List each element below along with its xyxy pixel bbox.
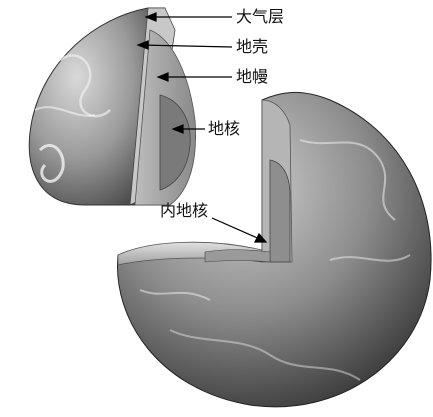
core-label: 地核 bbox=[208, 121, 240, 137]
small-globe bbox=[29, 8, 195, 205]
atmosphere-label: 大气层 bbox=[236, 9, 284, 25]
mantle-label: 地幔 bbox=[236, 69, 268, 85]
crust-label: 地壳 bbox=[236, 39, 268, 55]
inner-core-leader bbox=[212, 218, 262, 240]
inner-core-label: 内地核 bbox=[160, 203, 208, 219]
